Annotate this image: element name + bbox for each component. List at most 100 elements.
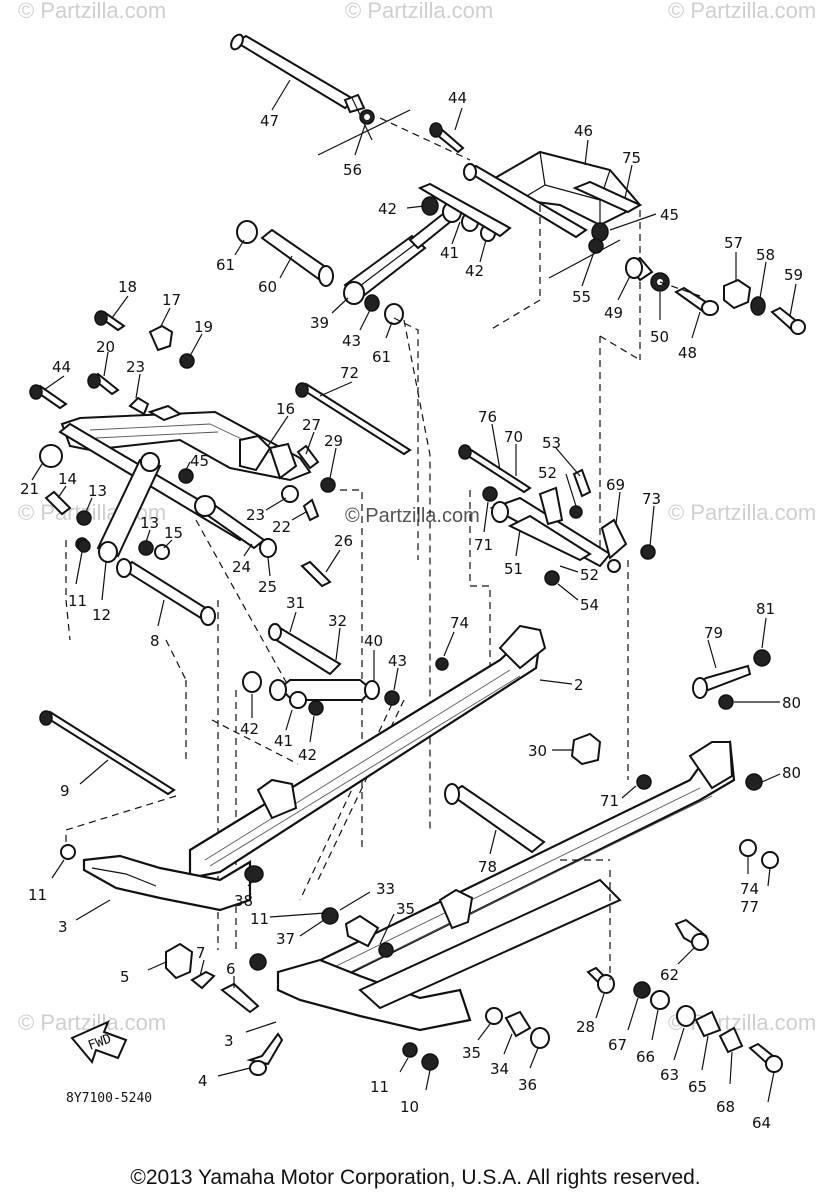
callout-33: 33	[376, 880, 395, 898]
callout-61a: 61	[216, 256, 235, 274]
callout-75: 75	[622, 149, 641, 167]
callout-80a: 80	[782, 694, 801, 712]
callout-10: 10	[400, 1098, 419, 1116]
callout-5: 5	[120, 968, 130, 986]
watermark-center: © Partzilla.com	[345, 505, 480, 527]
callout-54: 54	[580, 596, 599, 614]
callout-67: 67	[608, 1036, 627, 1054]
callout-38: 38	[234, 892, 253, 910]
callout-45a: 45	[660, 206, 679, 224]
callout-11b: 11	[28, 886, 47, 904]
callout-59: 59	[784, 266, 803, 284]
callout-18: 18	[118, 278, 137, 296]
callout-42b: 42	[465, 262, 484, 280]
fwd-arrow-icon: FWD	[70, 1020, 128, 1065]
callout-60: 60	[258, 278, 277, 296]
lower-link-assembly	[242, 623, 405, 901]
callout-74a: 74	[450, 614, 469, 632]
callout-63: 63	[660, 1066, 679, 1084]
callout-79: 79	[704, 624, 723, 642]
callout-44: 44	[448, 89, 467, 107]
lower-hardware	[60, 649, 783, 1076]
callout-14: 14	[58, 470, 77, 488]
callout-69: 69	[606, 476, 625, 494]
callout-8: 8	[150, 632, 160, 650]
long-bolt-72	[295, 382, 412, 456]
callout-42c: 42	[240, 720, 259, 738]
callout-43a: 43	[342, 332, 361, 350]
callout-32: 32	[328, 612, 347, 630]
callout-24: 24	[232, 558, 251, 576]
callout-68: 68	[716, 1098, 735, 1116]
callout-27: 27	[302, 416, 321, 434]
callout-49: 49	[604, 304, 623, 322]
callout-71a: 71	[474, 536, 493, 554]
callout-7: 7	[196, 944, 206, 962]
callout-31: 31	[286, 594, 305, 612]
upper-right-hardware	[625, 256, 806, 335]
callout-22: 22	[272, 518, 291, 536]
callout-25: 25	[258, 578, 277, 596]
callout-72: 72	[340, 364, 359, 382]
callout-3a: 3	[58, 918, 68, 936]
rail-left	[82, 624, 547, 912]
callout-26: 26	[334, 532, 353, 550]
callout-57: 57	[724, 234, 743, 252]
callout-50: 50	[650, 328, 669, 346]
callout-11d: 11	[370, 1078, 389, 1096]
callout-13b: 13	[140, 514, 159, 532]
diagram-code: 8Y7100-5240	[66, 1091, 152, 1106]
callout-43b: 43	[388, 652, 407, 670]
callout-70: 70	[504, 428, 523, 446]
callout-52b: 52	[580, 566, 599, 584]
callout-9: 9	[60, 782, 70, 800]
callout-65: 65	[688, 1078, 707, 1096]
upper-shaft-assembly	[230, 33, 471, 161]
callout-62: 62	[660, 966, 679, 984]
callout-37: 37	[276, 930, 295, 948]
callout-21: 21	[20, 480, 39, 498]
callout-42d: 42	[298, 746, 317, 764]
callout-64: 64	[752, 1114, 771, 1132]
callout-30: 30	[528, 742, 547, 760]
callout-42a: 42	[378, 200, 397, 218]
callout-11a: 11	[68, 592, 87, 610]
callout-55: 55	[572, 288, 591, 306]
callout-23b: 23	[246, 506, 265, 524]
callout-41b: 41	[274, 732, 293, 750]
callout-4: 4	[198, 1072, 208, 1090]
callout-34: 34	[490, 1060, 509, 1078]
shock-absorber-39	[343, 182, 512, 830]
callout-46: 46	[574, 122, 593, 140]
callout-73: 73	[642, 490, 661, 508]
callout-52a: 52	[538, 464, 557, 482]
watermark-mid-right: © Partzilla.com	[668, 500, 816, 525]
callout-53: 53	[542, 434, 561, 452]
long-bolt-9	[39, 710, 177, 850]
callout-81: 81	[756, 600, 775, 618]
callout-40: 40	[364, 632, 383, 650]
callout-39: 39	[310, 314, 329, 332]
rear-arm-assembly	[458, 444, 656, 780]
callout-20: 20	[96, 338, 115, 356]
watermark-top-right: © Partzilla.com	[668, 0, 816, 23]
callout-35a: 35	[396, 900, 415, 918]
watermark-top-mid: © Partzilla.com	[345, 0, 493, 23]
callout-78: 78	[478, 858, 497, 876]
callout-17: 17	[162, 291, 181, 309]
callout-labels: 47 56 44 46 75 42 41 42 45 57 58 59 61 6…	[20, 79, 803, 1132]
callout-13a: 13	[88, 482, 107, 500]
callout-44b: 44	[52, 358, 71, 376]
callout-11c: 11	[250, 910, 269, 928]
front-arm-assembly	[29, 310, 363, 950]
callout-66: 66	[636, 1048, 655, 1066]
callout-71b: 71	[600, 792, 619, 810]
callout-6: 6	[226, 960, 236, 978]
callout-28: 28	[576, 1018, 595, 1036]
callout-47: 47	[260, 112, 279, 130]
callout-74b: 74	[740, 880, 759, 898]
watermark-top-left: © Partzilla.com	[18, 0, 166, 23]
callout-36: 36	[518, 1076, 537, 1094]
callout-12: 12	[92, 606, 111, 624]
callout-61b: 61	[372, 348, 391, 366]
